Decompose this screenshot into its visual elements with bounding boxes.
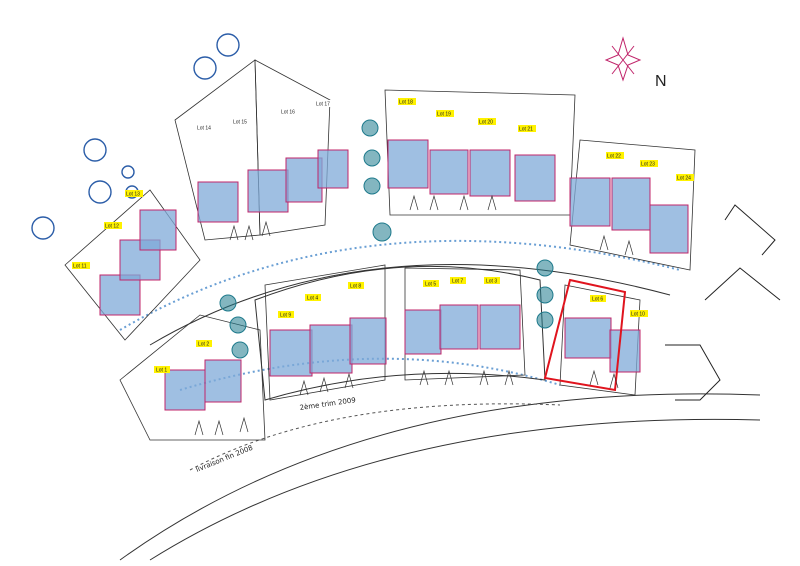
svg-text:Lot 11: Lot 11 xyxy=(73,264,87,270)
parking-spaces xyxy=(194,194,634,436)
lot-label: Lot 19 xyxy=(436,110,454,118)
lot-label: Lot 1 xyxy=(154,366,170,374)
shrub-icon xyxy=(363,149,381,167)
svg-text:Lot 4: Lot 4 xyxy=(307,296,318,302)
highlighted-lot xyxy=(543,278,627,392)
svg-text:Lot 15: Lot 15 xyxy=(233,120,247,126)
shrubs xyxy=(219,119,554,359)
lot-label: Lot 12 xyxy=(104,222,122,230)
lot-labels: Lot 1 Lot 2 Lot 9 Lot 4 Lot 8 Lot 5 Lot … xyxy=(72,98,694,374)
svg-text:Lot 3: Lot 3 xyxy=(486,279,497,285)
lot-label: Lot 17 xyxy=(315,100,333,108)
tree-icon xyxy=(216,33,240,57)
central-block xyxy=(254,265,546,401)
tree-icon xyxy=(193,56,217,80)
shrub-icon xyxy=(361,119,379,137)
svg-text:Lot 13: Lot 13 xyxy=(126,192,140,198)
svg-text:Lot 23: Lot 23 xyxy=(641,162,655,168)
lot-label: Lot 18 xyxy=(398,98,416,106)
lot-label: Lot 13 xyxy=(125,190,143,198)
lot-label: Lot 14 xyxy=(196,124,214,132)
lot-label: Lot 3 xyxy=(484,277,500,285)
shrub-icon xyxy=(536,259,554,277)
tree-icon xyxy=(121,165,135,179)
lot-label: Lot 10 xyxy=(630,310,648,318)
neighbour-buildings xyxy=(665,204,781,401)
lot-label: Lot 24 xyxy=(676,174,694,182)
svg-text:Lot 9: Lot 9 xyxy=(280,313,291,319)
lot-label: Lot 9 xyxy=(278,311,294,319)
shrub-icon xyxy=(536,286,554,304)
lot-label: Lot 11 xyxy=(72,262,90,270)
lot-label: Lot 4 xyxy=(305,294,321,302)
compass-star-icon xyxy=(604,36,642,82)
lot-label: Lot 15 xyxy=(232,118,250,126)
shrub-icon xyxy=(536,311,554,329)
north-arrow: N xyxy=(604,36,667,90)
delivery-note-2009: 2ème trim 2009 xyxy=(299,396,356,412)
svg-text:Lot 22: Lot 22 xyxy=(607,154,621,160)
lot-label: Lot 16 xyxy=(280,108,298,116)
lot-label: Lot 20 xyxy=(478,118,496,126)
svg-text:Lot 20: Lot 20 xyxy=(479,120,493,126)
shrub-icon xyxy=(372,222,392,242)
tree-icon xyxy=(31,216,55,240)
lot-label: Lot 5 xyxy=(423,280,439,288)
svg-text:Lot 24: Lot 24 xyxy=(677,176,691,182)
shrub-icon xyxy=(363,177,381,195)
svg-text:Lot 21: Lot 21 xyxy=(519,127,533,133)
lot-outlines xyxy=(64,59,696,441)
lot-label: Lot 2 xyxy=(196,340,212,348)
lot-label: Lot 7 xyxy=(450,277,466,285)
houses xyxy=(99,139,689,411)
svg-text:Lot 6: Lot 6 xyxy=(592,297,603,303)
svg-text:Lot 16: Lot 16 xyxy=(281,110,295,116)
tree-icon xyxy=(88,180,112,204)
main-road xyxy=(119,393,761,561)
north-label: N xyxy=(655,73,667,90)
svg-text:Lot 1: Lot 1 xyxy=(156,368,167,374)
svg-text:Lot 7: Lot 7 xyxy=(452,279,463,285)
shrub-icon xyxy=(231,341,249,359)
shrub-icon xyxy=(229,316,247,334)
svg-text:Lot 17: Lot 17 xyxy=(316,102,330,108)
lot-label: Lot 21 xyxy=(518,125,536,133)
svg-text:Lot 8: Lot 8 xyxy=(350,284,361,290)
lot-label: Lot 6 xyxy=(590,295,606,303)
svg-text:Lot 2: Lot 2 xyxy=(198,342,209,348)
svg-text:Lot 14: Lot 14 xyxy=(197,126,211,132)
svg-text:Lot 19: Lot 19 xyxy=(437,112,451,118)
delivery-note-2008: livraison fin 2008 xyxy=(195,444,254,474)
lot-label: Lot 22 xyxy=(606,152,624,160)
tree-icon xyxy=(83,138,107,162)
lot-label: Lot 23 xyxy=(640,160,658,168)
shrub-icon xyxy=(219,294,237,312)
lot-label: Lot 8 xyxy=(348,282,364,290)
svg-text:Lot 5: Lot 5 xyxy=(425,282,436,288)
svg-text:Lot 10: Lot 10 xyxy=(631,312,645,318)
estate-road xyxy=(119,239,681,391)
svg-text:Lot 18: Lot 18 xyxy=(399,100,413,106)
svg-text:Lot 12: Lot 12 xyxy=(105,224,119,230)
